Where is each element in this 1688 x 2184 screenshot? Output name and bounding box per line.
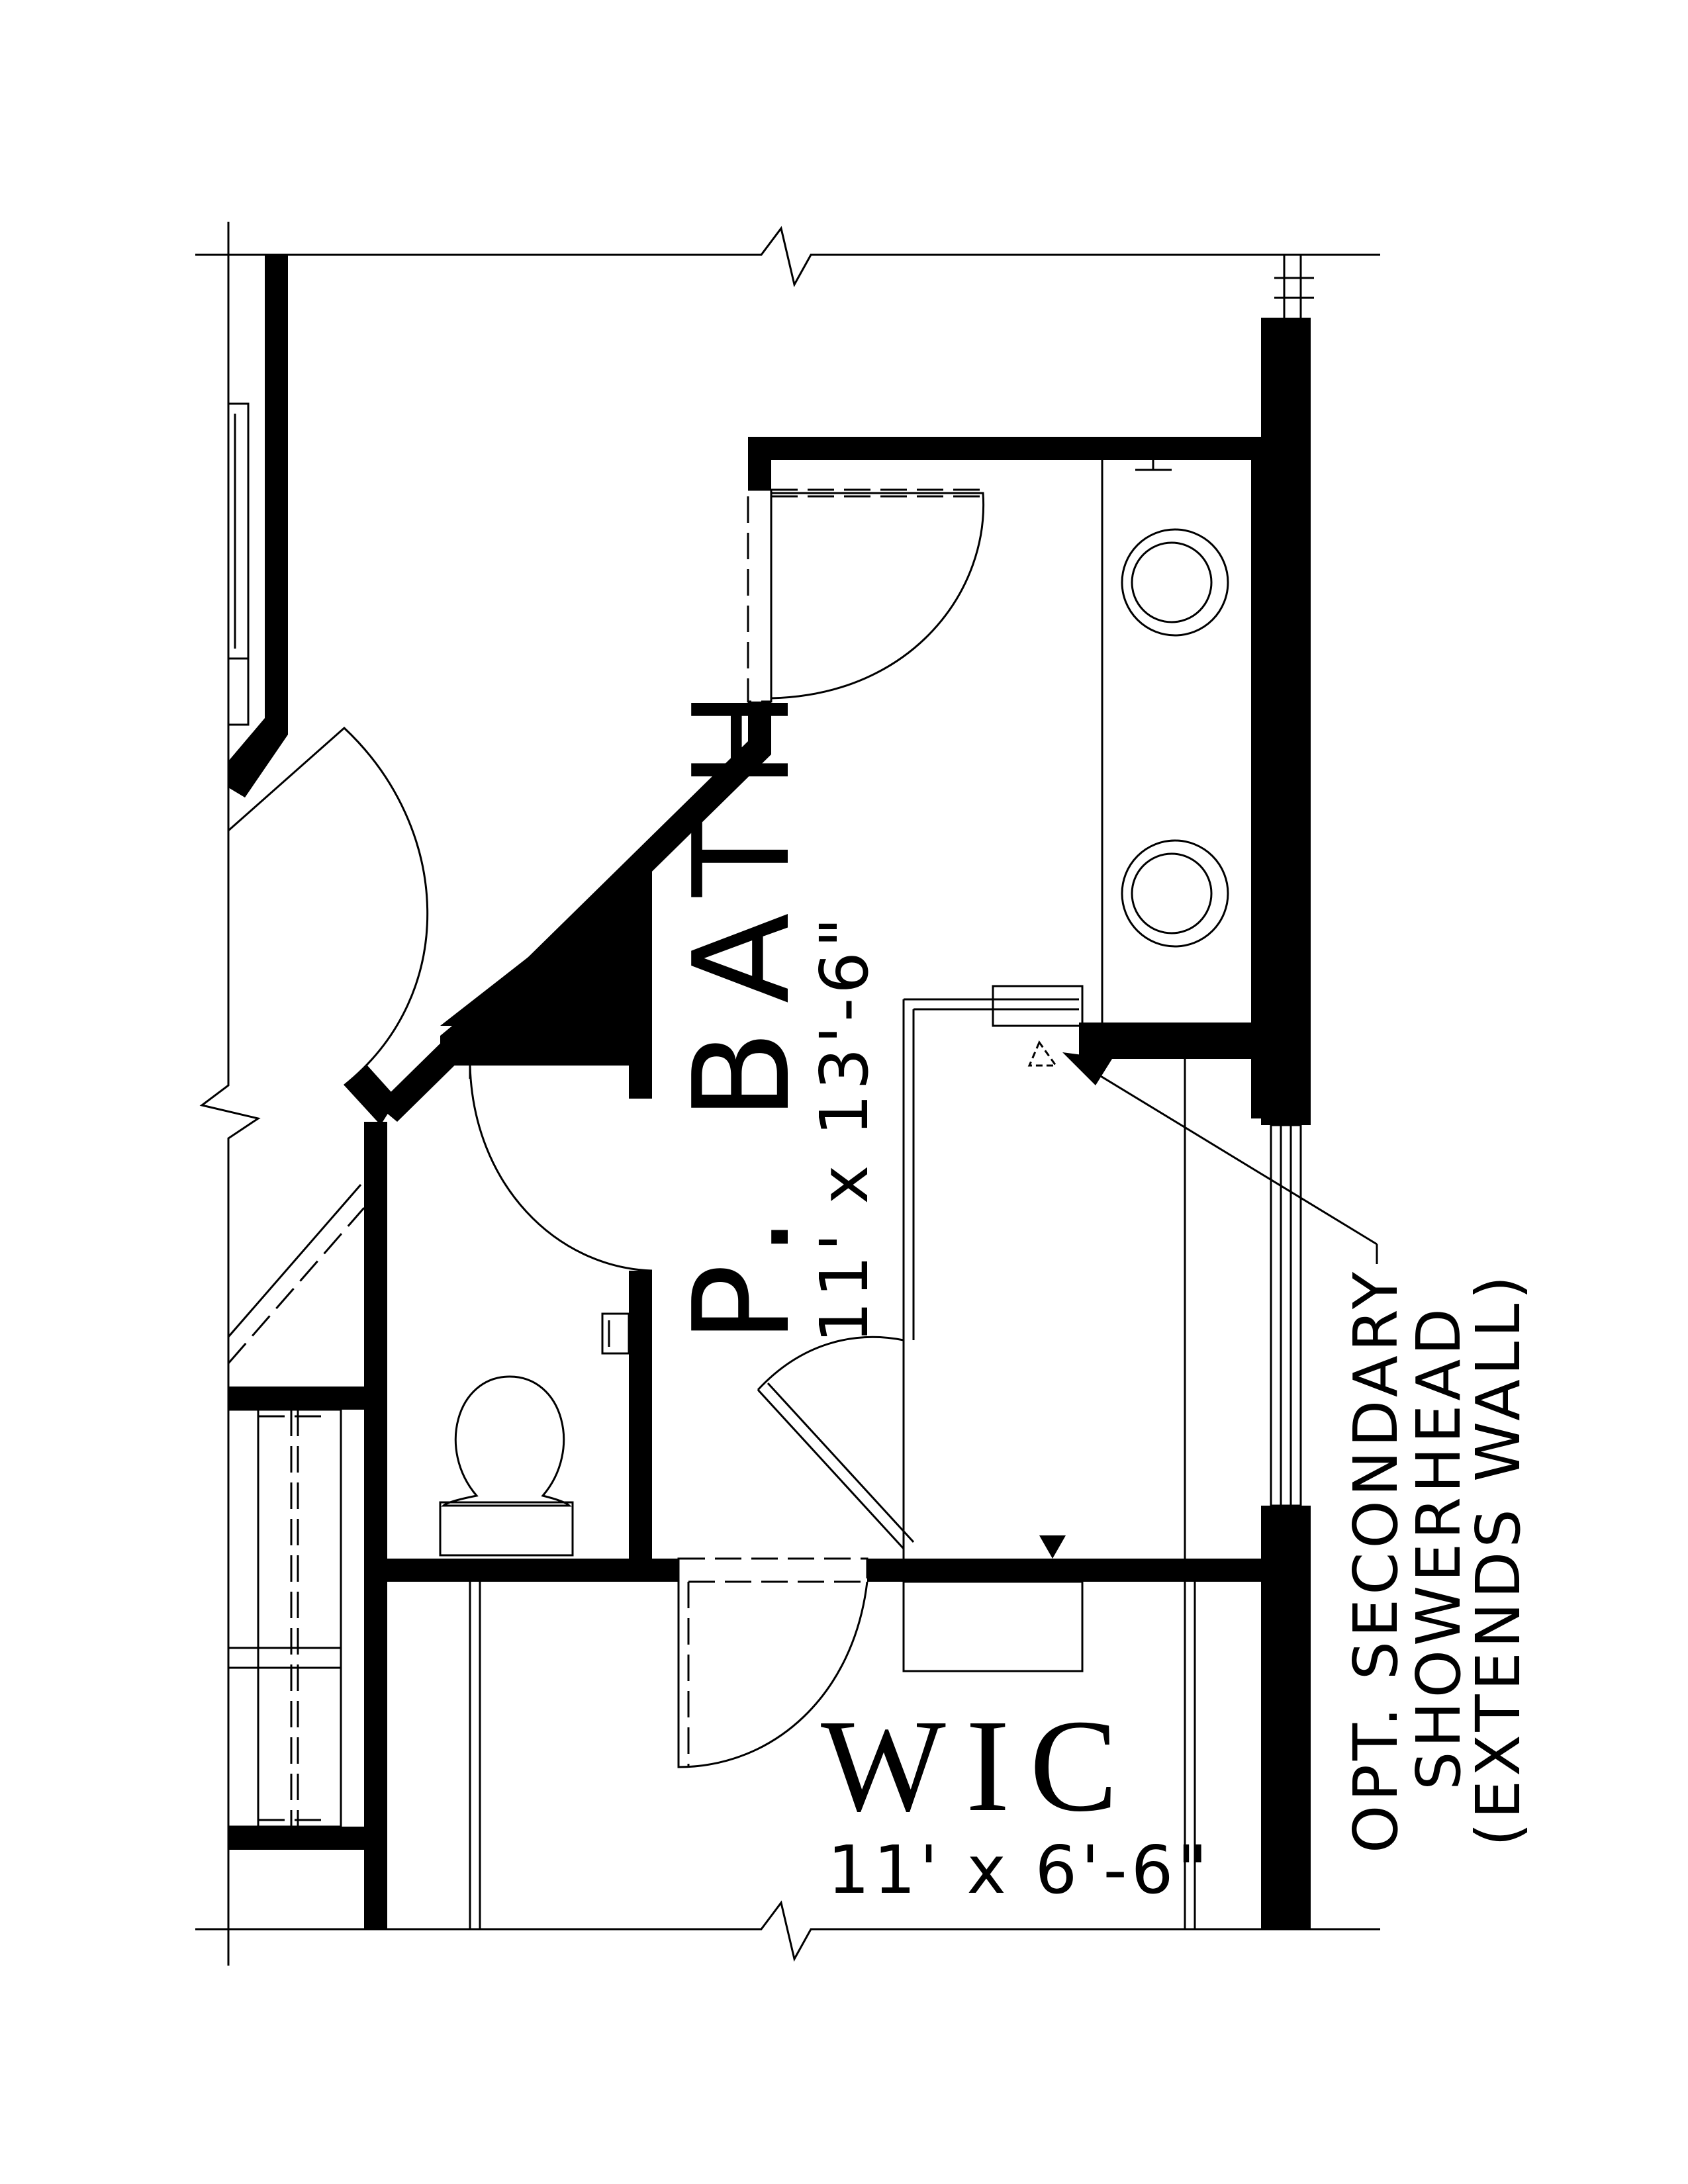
bath-bottom-wall [387, 1559, 679, 1582]
toilet-divider-lower [629, 1271, 652, 1562]
door-swing-icon [677, 1581, 868, 1768]
sink-icon [1121, 528, 1229, 637]
left-upper-wall [228, 255, 288, 797]
fixtures [227, 402, 1302, 1929]
threshold-marker [1039, 1535, 1066, 1559]
bath-top-wall-stub [748, 437, 771, 490]
toilet-corner [344, 1066, 397, 1125]
boundary-lines [195, 222, 1380, 1966]
toilet-left-wall [364, 1122, 387, 1929]
bath-room-name: P. BATH [665, 663, 820, 1343]
note-line-2: SHOWERHEAD [1403, 1304, 1474, 1790]
closet-wedge-fill [440, 860, 652, 1066]
note-line-3: (EXTENDS WALL) [1463, 1272, 1534, 1846]
door-swing-icon [771, 492, 985, 700]
toilet-divider-upper [629, 1046, 652, 1099]
door-swing-icon [757, 1336, 904, 1391]
left-lower-stub-2 [228, 1827, 364, 1850]
showerhead-icon [992, 985, 1084, 1027]
bath-room-dimensions: 11' x 13'-6" [806, 913, 883, 1343]
toilet-icon [439, 1375, 574, 1557]
door-swing-icon [228, 726, 429, 1087]
showerhead-icon [1027, 1040, 1058, 1067]
dashed-lines [227, 488, 983, 1827]
wic-room-name: WIC [821, 1693, 1138, 1839]
walls [228, 255, 1311, 1929]
bath-bottom-wall-right [867, 1559, 1264, 1582]
note-leader [1062, 1052, 1378, 1264]
door-swing-icon [469, 1065, 653, 1272]
bath-top-wall [748, 437, 1284, 460]
right-exterior-wall-lower [1261, 1506, 1311, 1929]
note-line-1: OPT. SECONDARY [1340, 1268, 1411, 1853]
wic-room-dimensions: 11' x 6'-6" [827, 1831, 1211, 1909]
left-lower-stub [228, 1387, 364, 1410]
sink-icon [1121, 839, 1229, 948]
shower-top-wall [1079, 1023, 1271, 1059]
vanity-back-wall [1251, 457, 1271, 1118]
